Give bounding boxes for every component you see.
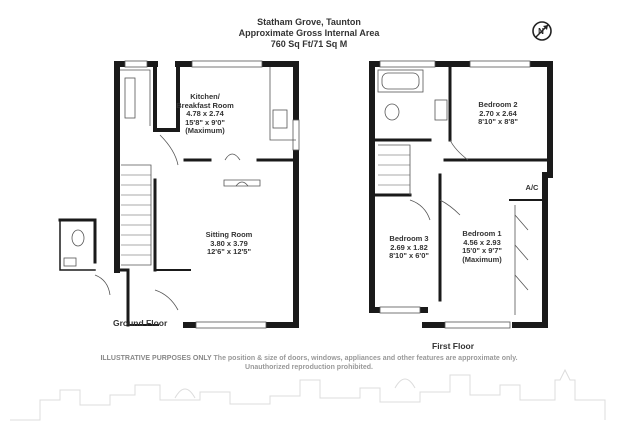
sitting-room-metric: 3.80 x 3.79 <box>210 238 248 248</box>
bedroom-2-metric: 2.70 x 2.64 <box>479 108 517 118</box>
plan-subtitle: Approximate Gross Internal Area <box>238 28 380 38</box>
sitting-room-name: Sitting Room <box>205 230 253 239</box>
kitchen-label: Kitchen/ Breakfast Room 4.78 x 2.74 15'8… <box>160 92 250 136</box>
ground-floor-label: Ground Floor <box>113 318 168 328</box>
bedroom-3-imperial: 8'10" x 6'0" <box>389 251 429 261</box>
bedroom-1-note: (Maximum) <box>462 254 502 264</box>
bedroom-2-label: Bedroom 2 2.70 x 2.64 8'10" x 8'8" <box>458 100 538 127</box>
first-floor-details <box>377 60 531 329</box>
disclaimer-text: The position & size of doors, windows, a… <box>213 355 518 362</box>
svg-text:N: N <box>538 27 544 36</box>
sitting-room-imperial: 12'6" x 12'5" <box>206 247 252 257</box>
kitchen-metric: 4.78 x 2.74 <box>186 109 224 119</box>
skyline-watermark <box>10 368 606 421</box>
sitting-room-label: Sitting Room 3.80 x 3.79 12'6" x 12'5" <box>184 230 274 257</box>
kitchen-note: (Maximum) <box>185 126 225 136</box>
kitchen-imperial: 15'8" x 9'0" <box>185 117 225 127</box>
bedroom-1-imperial: 15'0" x 9'7" <box>462 246 502 256</box>
bedroom-3-label: Bedroom 3 2.69 x 1.82 8'10" x 6'0" <box>378 234 440 261</box>
ground-floor-details <box>63 60 300 329</box>
disclaimer-line-2: Unauthorized reproduction prohibited. <box>245 364 373 371</box>
bedroom-3-name: Bedroom 3 <box>389 234 429 243</box>
bedroom-2-imperial: 8'10" x 8'8" <box>478 117 518 127</box>
first-floor-label: First Floor <box>432 341 475 351</box>
kitchen-name-2: Breakfast Room <box>176 100 234 110</box>
plan-area: 760 Sq Ft/71 Sq M <box>270 39 348 49</box>
bedroom-3-metric: 2.69 x 1.82 <box>390 242 428 252</box>
bedroom-1-name: Bedroom 1 <box>462 229 502 238</box>
north-arrow-icon: N <box>532 21 552 41</box>
disclaimer: ILLUSTRATIVE PURPOSES ONLY The position … <box>0 354 618 363</box>
plan-title: Statham Grove, Taunton <box>257 17 361 27</box>
bedroom-1-label: Bedroom 1 4.56 x 2.93 15'0" x 9'7" (Maxi… <box>445 229 519 264</box>
disclaimer-lead: ILLUSTRATIVE PURPOSES ONLY <box>100 355 212 362</box>
ac-label: A/C <box>525 183 539 192</box>
bedroom-2-name: Bedroom 2 <box>478 100 518 109</box>
kitchen-name: Kitchen/ <box>190 92 220 101</box>
bedroom-1-metric: 4.56 x 2.93 <box>463 237 501 247</box>
